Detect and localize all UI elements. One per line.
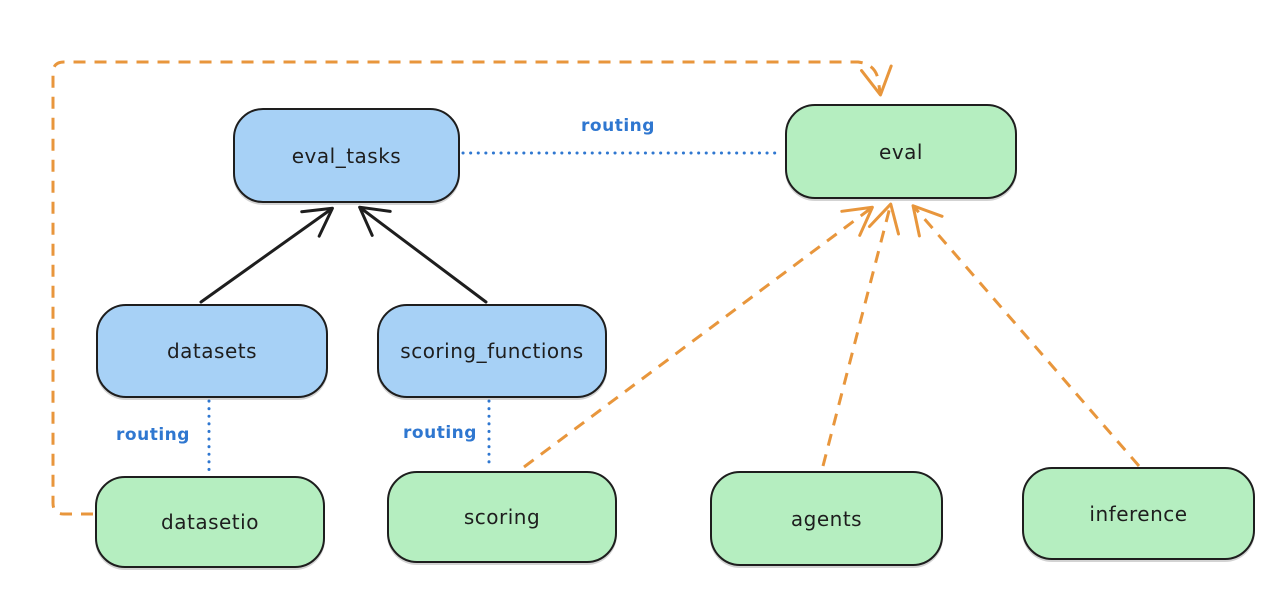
edge-scoring-functions-to-eval-tasks [358, 205, 488, 304]
node-eval-tasks: eval_tasks [233, 108, 460, 203]
node-agents: agents [710, 471, 943, 566]
node-datasetio-label: datasetio [161, 510, 259, 534]
edge-inference-to-eval [911, 204, 1141, 467]
edge-agents-to-eval [821, 202, 901, 467]
node-eval-tasks-label: eval_tasks [291, 143, 402, 168]
edge-datasetio-to-eval [51, 60, 893, 516]
node-scoring-label: scoring [463, 505, 541, 529]
node-datasets: datasets [96, 304, 328, 398]
node-inference: inference [1022, 467, 1255, 560]
edge-scoring-to-eval [523, 205, 874, 469]
node-datasetio: datasetio [95, 476, 325, 568]
node-scoring: scoring [387, 471, 617, 563]
routing-label-datasets-datasetio: routing [116, 425, 190, 445]
node-agents-label: agents [790, 506, 863, 531]
node-inference-label: inference [1089, 501, 1188, 526]
node-datasets-label: datasets [166, 339, 258, 363]
node-eval-label: eval [879, 139, 923, 164]
node-scoring-functions-label: scoring_functions [400, 339, 584, 363]
node-eval: eval [785, 104, 1017, 199]
edge-datasets-to-eval-tasks [199, 206, 334, 304]
routing-label-scoring-functions-scoring: routing [403, 423, 477, 443]
routing-label-eval-tasks-eval: routing [581, 116, 655, 136]
node-scoring-functions: scoring_functions [377, 304, 607, 398]
